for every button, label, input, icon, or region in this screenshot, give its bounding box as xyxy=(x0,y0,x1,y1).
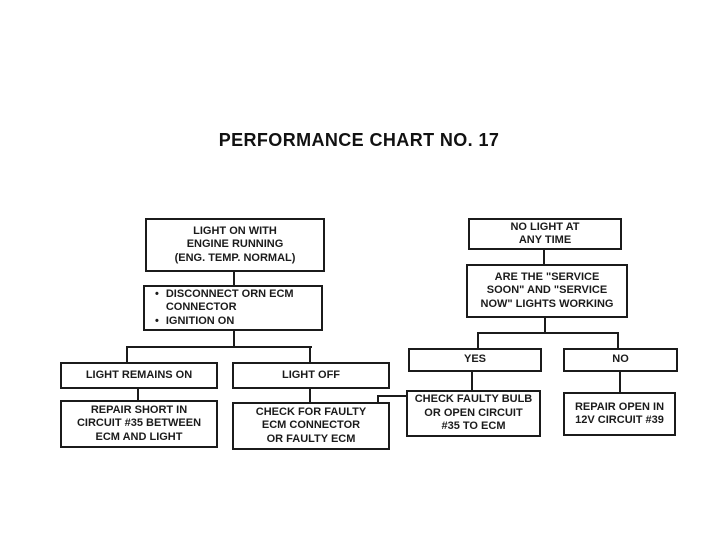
node-disconnect-ecm-connector: • DISCONNECT ORN ECM CONNECTOR • IGNITIO… xyxy=(143,285,323,331)
node-no: NO xyxy=(563,348,678,372)
node-text-line: YES xyxy=(463,353,486,366)
bullet-icon: • xyxy=(155,314,159,327)
node-text-line: LIGHT ON WITH xyxy=(193,224,277,237)
connector-drop-light-off xyxy=(309,346,311,362)
node-text-line: NOW" LIGHTS WORKING xyxy=(480,297,614,310)
page-title: PERFORMANCE CHART NO. 17 xyxy=(218,130,500,150)
node-text-line: REPAIR OPEN IN xyxy=(574,400,665,413)
node-text-line: DISCONNECT ORN ECM CONNECTOR xyxy=(165,287,294,314)
node-text-line: ENGINE RUNNING xyxy=(186,238,284,251)
connector-no-to-repairopen xyxy=(619,372,621,392)
bullet-item: • IGNITION ON xyxy=(155,315,234,329)
node-text-line: ANY TIME xyxy=(518,234,572,246)
node-text-line: ARE THE "SERVICE xyxy=(494,270,600,283)
node-text-line: ECM AND LIGHT xyxy=(95,430,183,443)
node-text-line: ECM CONNECTOR xyxy=(261,419,361,432)
node-text-line: NO xyxy=(612,353,629,366)
node-repair-short-circuit-35: REPAIR SHORT IN CIRCUIT #35 BETWEEN ECM … xyxy=(60,400,218,448)
node-repair-open-circuit-39: REPAIR OPEN IN 12V CIRCUIT #39 xyxy=(563,392,676,436)
node-text-line: REPAIR SHORT IN xyxy=(90,403,188,416)
node-light-on-engine-running: LIGHT ON WITH ENGINE RUNNING (ENG. TEMP.… xyxy=(145,218,325,272)
node-text-line: NO LIGHT AT xyxy=(510,220,580,233)
node-check-faulty-bulb: CHECK FAULTY BULB OR OPEN CIRCUIT #35 TO… xyxy=(406,390,541,437)
connector-left-split-rail xyxy=(126,346,312,348)
node-text-line: LIGHT OFF xyxy=(281,368,341,381)
node-text-line: LIGHT REMAINS ON xyxy=(85,368,193,381)
node-yes: YES xyxy=(408,348,542,372)
connector-disconnect-stub xyxy=(233,331,235,348)
node-text-line: #35 TO ECM xyxy=(441,420,506,433)
node-check-faulty-ecm: CHECK FOR FAULTY ECM CONNECTOR OR FAULTY… xyxy=(232,402,390,450)
connector-lightremains-to-repairshort xyxy=(137,389,139,400)
node-text-line: SOON" AND "SERVICE xyxy=(486,284,608,297)
connector-crosslink-horizontal xyxy=(377,395,406,397)
node-text-line: IGNITION ON xyxy=(165,314,235,327)
node-light-off: LIGHT OFF xyxy=(232,362,390,389)
node-text-line: CIRCUIT #35 BETWEEN xyxy=(76,417,202,430)
node-no-light-any-time: NO LIGHT AT ANY TIME xyxy=(468,218,622,250)
connector-yes-to-checkbulb xyxy=(471,372,473,390)
connector-right-split-rail xyxy=(477,332,619,334)
node-light-remains-on: LIGHT REMAINS ON xyxy=(60,362,218,389)
connector-drop-no xyxy=(617,332,619,348)
node-text-line: CHECK FOR FAULTY xyxy=(255,405,367,418)
connector-servicelights-stub xyxy=(544,318,546,334)
connector-nolight-to-servicelights xyxy=(543,250,545,264)
node-text-line: OR FAULTY ECM xyxy=(266,432,356,445)
connector-lightoff-to-checkecm xyxy=(309,389,311,402)
connector-lighton-to-disconnect xyxy=(233,272,235,285)
node-service-lights-working: ARE THE "SERVICE SOON" AND "SERVICE NOW"… xyxy=(466,264,628,318)
connector-crosslink-vertical xyxy=(377,395,379,403)
node-text-line: 12V CIRCUIT #39 xyxy=(575,414,664,426)
node-text-line: OR OPEN CIRCUIT xyxy=(424,406,523,419)
node-text-line: (ENG. TEMP. NORMAL) xyxy=(174,251,296,264)
bullet-item: • DISCONNECT ORN ECM CONNECTOR xyxy=(155,288,304,315)
connector-drop-light-remains-on xyxy=(126,346,128,362)
connector-drop-yes xyxy=(477,332,479,348)
bullet-icon: • xyxy=(155,287,159,300)
node-text-line: CHECK FAULTY BULB xyxy=(414,393,533,406)
